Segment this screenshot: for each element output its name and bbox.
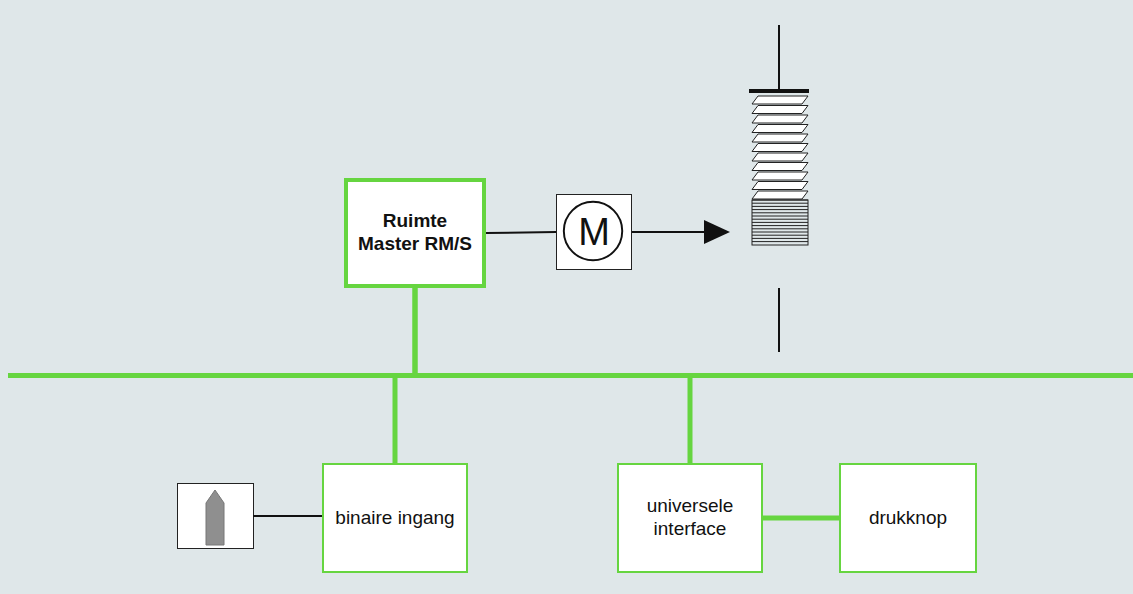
- node-label: M: [578, 213, 610, 251]
- interface-box: universele interface: [617, 463, 763, 573]
- connector: [763, 516, 839, 521]
- blind-illustration: [749, 25, 809, 352]
- connector: [395, 288, 415, 463]
- node-label: binaire ingang: [327, 507, 462, 530]
- arrow-head: [704, 220, 730, 244]
- controller-box: Ruimte Master RM/S: [344, 178, 486, 288]
- connector: [486, 232, 556, 233]
- sensor-symbol: [178, 484, 323, 549]
- motor-symbol: M: [556, 194, 632, 270]
- node-label: Ruimte Master RM/S: [348, 210, 482, 256]
- drive-line: [632, 231, 706, 233]
- pushbutton-box: drukknop: [839, 463, 977, 573]
- binary-input-box: binaire ingang: [322, 463, 468, 573]
- connector: [415, 288, 690, 463]
- node-label: drukknop: [861, 507, 955, 530]
- node-label: universele interface: [619, 495, 761, 541]
